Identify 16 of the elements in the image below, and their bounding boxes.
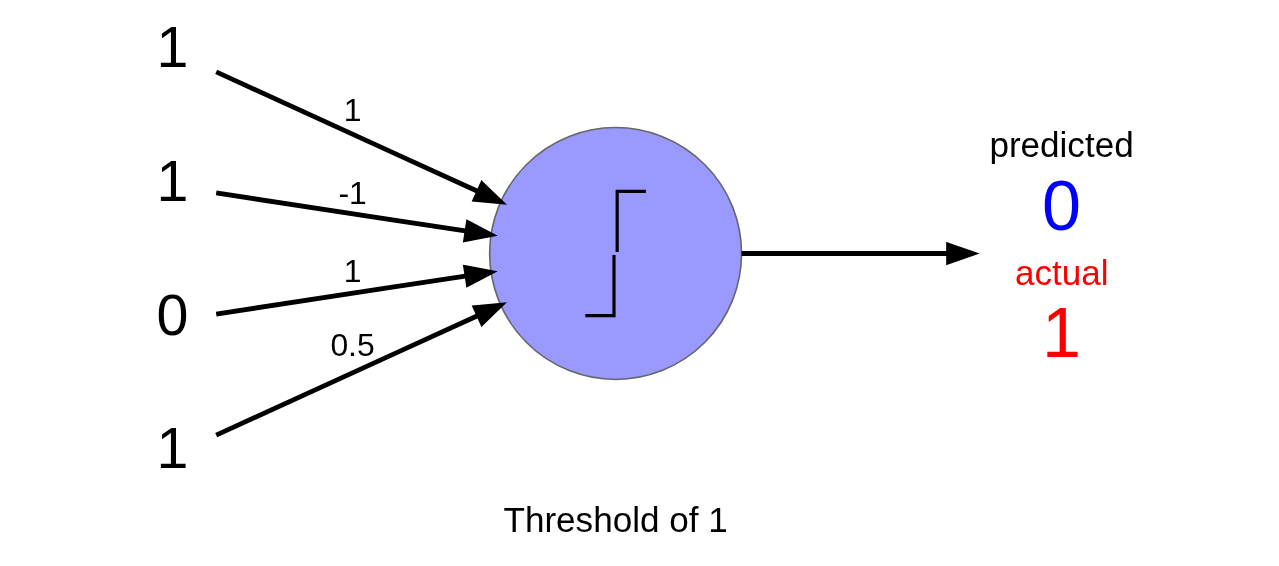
edge-label: 1 <box>343 253 362 290</box>
node-text: 1 <box>156 14 189 79</box>
node-text: 1 <box>156 148 189 213</box>
node-text: predicted 0 actual 1 <box>989 125 1134 373</box>
arrow <box>215 302 507 438</box>
edge-label: 0.5 <box>330 326 375 363</box>
arrow <box>741 241 980 266</box>
node-text: 1 <box>156 416 189 481</box>
arrow <box>215 69 507 205</box>
node-circle <box>488 126 743 381</box>
node-label: Threshold of 1 <box>503 499 728 539</box>
edge-label: 1 <box>343 92 362 129</box>
arrow <box>215 264 498 317</box>
node-text: 0 <box>156 282 189 347</box>
arrow <box>215 190 498 243</box>
edge-label: -1 <box>338 175 367 212</box>
